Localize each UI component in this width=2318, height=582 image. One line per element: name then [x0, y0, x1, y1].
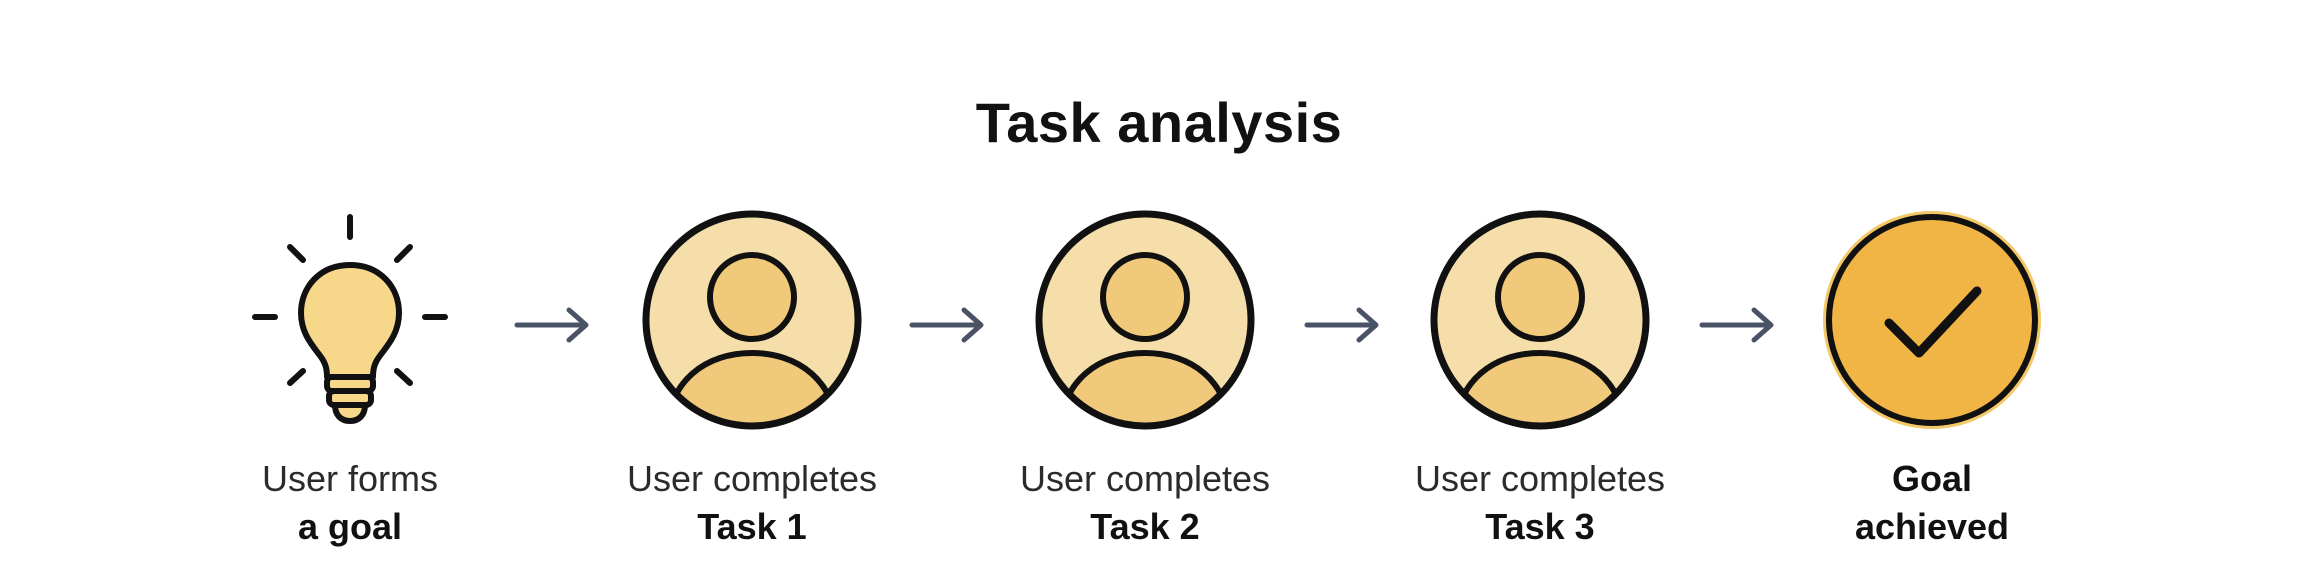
checkmark-icon [1823, 211, 2041, 429]
page-title: Task analysis [975, 91, 1343, 154]
step-task-2: User completes Task 2 [980, 205, 1310, 551]
user-icon [1430, 210, 1650, 430]
step-label-line2: achieved [1854, 506, 2010, 547]
user-icon [642, 210, 862, 430]
step-user-forms-goal: User forms a goal [185, 205, 515, 551]
step-label-line2: Task 2 [1090, 506, 1200, 547]
step-label-line2: a goal [297, 506, 403, 547]
user-icon [1035, 210, 1255, 430]
step-task-3: User completes Task 3 [1375, 205, 1705, 551]
step-label-line2: Task 1 [697, 506, 807, 547]
step-label-line1: User completes [1414, 458, 1666, 499]
step-label-line1: User forms [261, 458, 438, 499]
step-label-line2: Task 3 [1485, 506, 1595, 547]
step-label-line1: Goal [1891, 458, 1972, 499]
step-goal-achieved: Goal achieved [1767, 205, 2097, 551]
step-label: User forms a goal [185, 455, 515, 551]
arrow-right-icon [514, 307, 589, 343]
lightbulb-icon [252, 214, 448, 424]
arrow-right-icon [909, 307, 984, 343]
step-label: User completes Task 3 [1375, 455, 1705, 551]
step-label: Goal achieved [1767, 455, 2097, 551]
step-label-line1: User completes [1019, 458, 1271, 499]
step-label: User completes Task 2 [980, 455, 1310, 551]
step-label-line1: User completes [626, 458, 878, 499]
step-label: User completes Task 1 [587, 455, 917, 551]
step-task-1: User completes Task 1 [587, 205, 917, 551]
arrow-right-icon [1304, 307, 1379, 343]
arrow-right-icon [1699, 307, 1774, 343]
